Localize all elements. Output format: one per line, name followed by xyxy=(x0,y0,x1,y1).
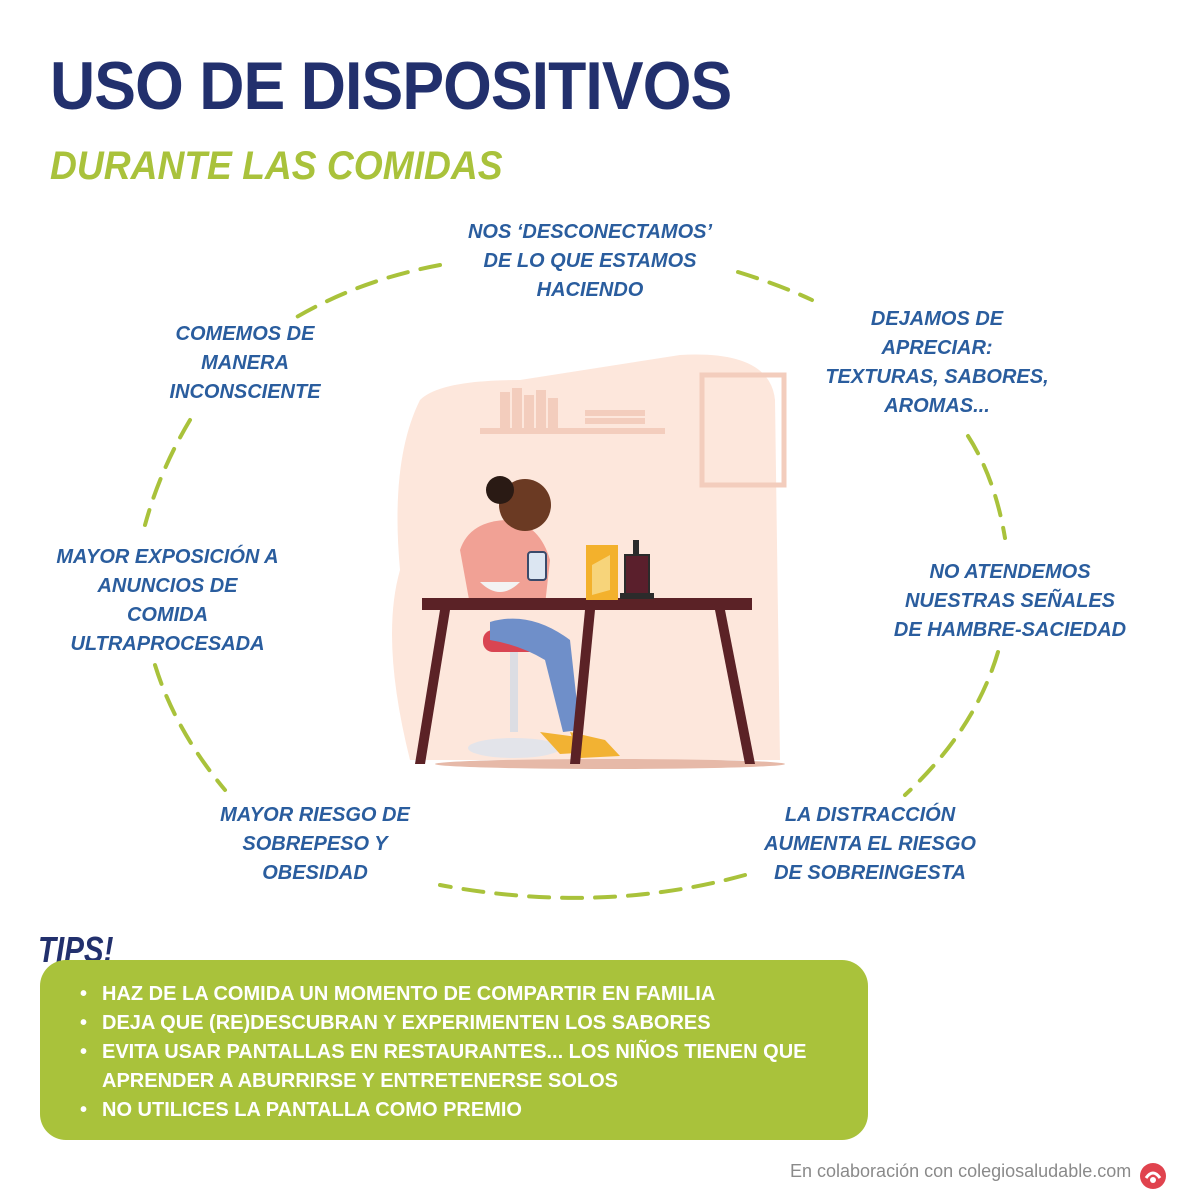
cycle-label-obesidad: MAYOR RIESGO DE SOBREPESO Y OBESIDAD xyxy=(220,804,410,884)
tip-text: DEJA QUE (RE)DESCUBRAN Y EXPERIMENTEN LO… xyxy=(102,1012,711,1034)
cycle-label-anuncios: MAYOR EXPOSICIÓN A ANUNCIOS DE COMIDA UL… xyxy=(56,546,279,655)
ring-arc-left-upper xyxy=(143,418,192,527)
tip-item: • DEJA QUE (RE)DESCUBRAN Y EXPERIMENTEN L… xyxy=(80,1009,862,1038)
tip-text: EVITA USAR PANTALLAS EN RESTAURANTES... … xyxy=(102,1041,807,1092)
page-title: USO DE DISPOSITIVOS xyxy=(50,48,732,124)
bullet: • xyxy=(80,1099,88,1121)
ring-arc-right-lower xyxy=(903,650,1000,797)
ring-arc-top-right xyxy=(736,270,814,302)
tip-text: HAZ DE LA COMIDA UN MOMENTO DE COMPARTIR… xyxy=(102,983,716,1005)
cycle-label-senales: NO ATENDEMOS NUESTRAS SEÑALES DE HAMBRE-… xyxy=(893,561,1127,641)
bullet: • xyxy=(80,1012,88,1034)
table xyxy=(415,598,755,764)
cycle-label-apreciar: DEJAMOS DE APRECIAR: TEXTURAS, SABORES, … xyxy=(825,308,1049,417)
page-subtitle: DURANTE LAS COMIDAS xyxy=(50,144,503,188)
bullet: • xyxy=(80,983,88,1005)
wall-frame xyxy=(699,372,787,488)
ring-arc-bottom xyxy=(438,873,747,900)
tips-list: • HAZ DE LA COMIDA UN MOMENTO DE COMPARTI… xyxy=(40,960,868,1125)
cycle-label-sobreingesta: LA DISTRACCIÓN AUMENTA EL RIESGO DE SOBR… xyxy=(764,804,976,884)
cycle-label-desconectamos: NOS ‘DESCONECTAMOS’ DE LO QUE ESTAMOS HA… xyxy=(467,221,713,301)
tip-text: NO UTILICES LA PANTALLA COMO PREMIO xyxy=(102,1099,522,1121)
cycle-label-inconsciente: COMEMOS DE MANERA INCONSCIENTE xyxy=(169,323,321,403)
tips-box: • HAZ DE LA COMIDA UN MOMENTO DE COMPARTI… xyxy=(40,960,868,1140)
tip-item: • NO UTILICES LA PANTALLA COMO PREMIO xyxy=(80,1096,862,1125)
colegiosaludable-logo-icon xyxy=(1140,1163,1166,1189)
ring-arc-top-left xyxy=(293,263,442,320)
footer-credit: En colaboración con colegiosaludable.com xyxy=(790,1161,1132,1181)
ring-arc-left-lower xyxy=(153,663,227,792)
tip-item: • EVITA USAR PANTALLAS EN RESTAURANTES...… xyxy=(80,1038,862,1096)
tip-item: • HAZ DE LA COMIDA UN MOMENTO DE COMPARTI… xyxy=(80,980,862,1009)
wall-shelf xyxy=(480,388,665,434)
ring-arc-right-upper xyxy=(966,434,1007,540)
woman-eating-with-phone-illustration xyxy=(392,354,787,769)
french-press xyxy=(620,540,654,599)
bullet: • xyxy=(80,1041,88,1063)
